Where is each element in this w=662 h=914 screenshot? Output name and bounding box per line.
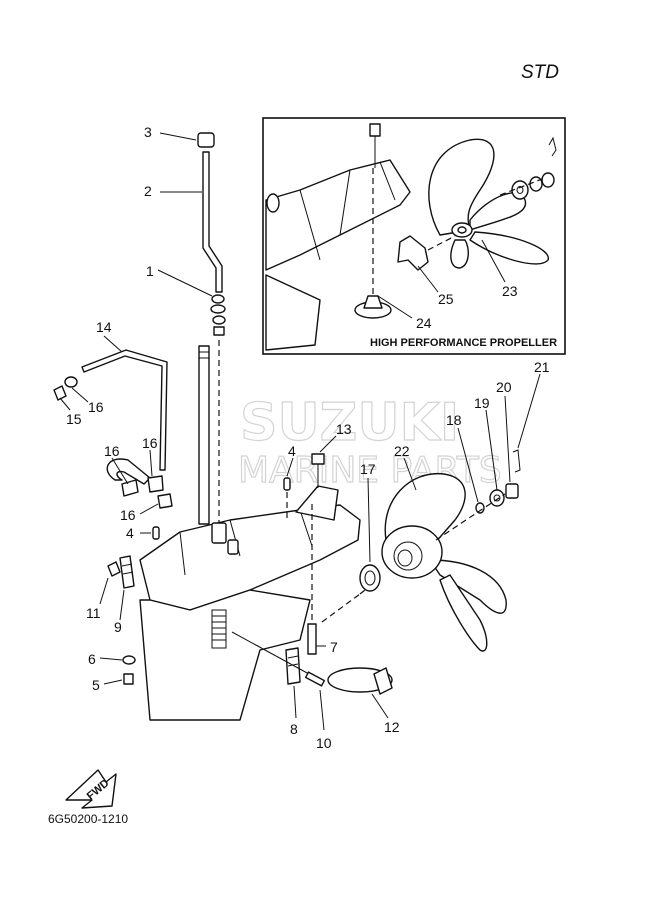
part-22-propeller	[381, 457, 507, 652]
callout-9: 9	[114, 619, 122, 635]
parts-18-21	[435, 373, 541, 541]
callout-14: 14	[96, 319, 112, 335]
watermark: SUZUKI MARINE PARTS	[237, 392, 502, 491]
part-23-propeller	[428, 138, 549, 269]
callout-19: 19	[474, 395, 490, 411]
svg-text:SUZUKI: SUZUKI	[240, 393, 459, 453]
part-1-seal	[157, 269, 226, 530]
callout-21: 21	[534, 359, 550, 375]
parts-9-11	[99, 555, 135, 621]
callout-10: 10	[316, 735, 332, 751]
callout-4a: 4	[288, 443, 296, 459]
high-performance-inset: 24 25 23 HIGH PERFORMANCE PROPELLER	[262, 117, 566, 355]
fwd-arrow-icon: FWD	[65, 769, 117, 809]
callout-13: 13	[336, 421, 352, 437]
callout-2: 2	[144, 183, 152, 199]
part-12-trim-tab	[327, 667, 393, 719]
callout-11: 11	[86, 605, 101, 621]
part-14-hose	[81, 335, 168, 471]
callout-17: 17	[360, 461, 376, 477]
drive-shaft	[198, 345, 210, 525]
callout-5: 5	[92, 677, 100, 693]
part-4-pins	[140, 457, 294, 540]
inset-caption: HIGH PERFORMANCE PROPELLER	[370, 337, 557, 349]
std-label: STD	[521, 62, 559, 83]
callout-16b: 16	[104, 443, 120, 459]
callout-12: 12	[384, 719, 400, 735]
diagram-code: 6G50200-1210	[48, 812, 128, 826]
part-7-bolt	[307, 504, 326, 655]
callout-3: 3	[144, 124, 152, 140]
callout-16c: 16	[142, 435, 158, 451]
callout-16a: 16	[88, 399, 104, 415]
part-2-water-tube	[160, 151, 223, 293]
callout-20: 20	[496, 379, 512, 395]
part-17-thrust-washer	[359, 477, 381, 592]
part-25-thrust-holder	[397, 235, 456, 271]
callout-22: 22	[394, 443, 410, 459]
parts-8-10	[231, 631, 326, 731]
inset-nut-set	[499, 136, 557, 200]
callout-8: 8	[290, 721, 298, 737]
callout-4b: 4	[126, 525, 134, 541]
callout-6: 6	[88, 651, 96, 667]
callout-15: 15	[66, 411, 82, 427]
callout-25: 25	[438, 291, 454, 307]
parts-5-6	[99, 655, 136, 685]
part-13-bolt	[311, 435, 337, 488]
callout-24: 24	[416, 315, 432, 331]
parts-15-16-clips	[53, 376, 173, 515]
callout-23: 23	[502, 283, 518, 299]
callout-1: 1	[146, 263, 154, 279]
callout-7: 7	[330, 639, 338, 655]
callout-18: 18	[446, 412, 462, 428]
part-3-grommet	[159, 132, 215, 148]
callout-16d: 16	[120, 507, 136, 523]
lower-unit-housing	[139, 485, 361, 721]
